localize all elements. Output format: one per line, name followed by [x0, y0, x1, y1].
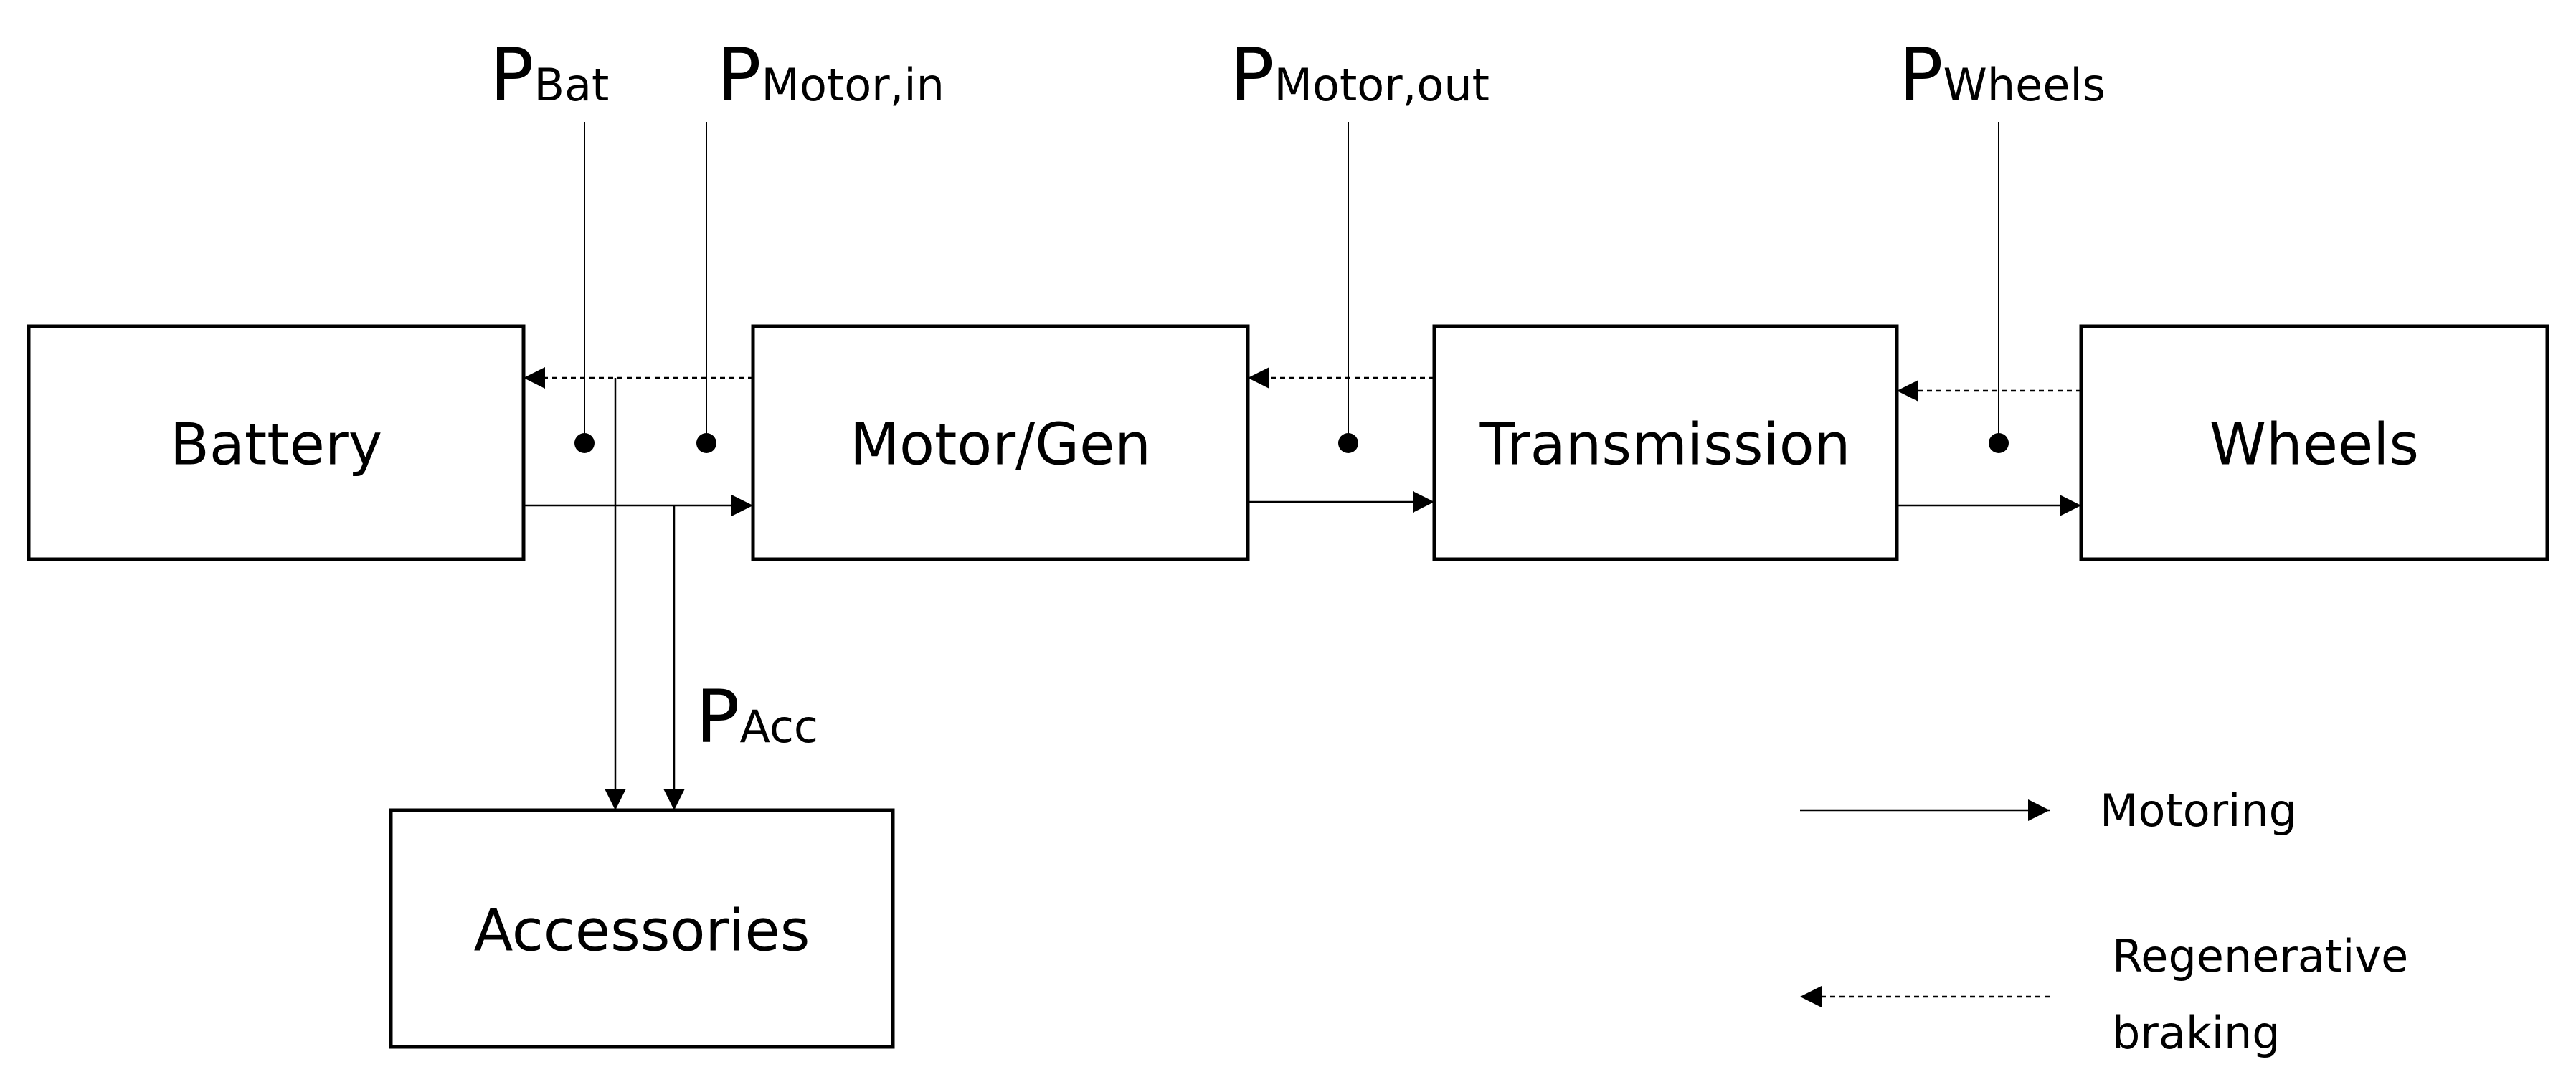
p-bat-label: PBat — [490, 33, 609, 118]
battery-label: Battery — [170, 412, 382, 478]
wheels-block: Wheels — [2079, 324, 2549, 561]
p-motor-in-label: PMotor,in — [717, 33, 944, 118]
legend-regen-label-line1: Regenerative — [2112, 930, 2408, 982]
p-motor-out-label: PMotor,out — [1230, 33, 1490, 118]
accessories-label: Accessories — [474, 898, 810, 964]
p-bat-point — [574, 433, 595, 453]
wheels-label: Wheels — [2210, 412, 2419, 478]
p-acc-label: PAcc — [696, 675, 818, 760]
p-wheels-point — [1989, 433, 2009, 453]
motor-gen-label: Motor/Gen — [850, 412, 1151, 478]
p-wheels-label: PWheels — [1899, 33, 2106, 118]
transmission-label: Transmission — [1479, 412, 1851, 478]
transmission-block: Transmission — [1432, 324, 1899, 561]
legend-regen-label-line2: braking — [2112, 1007, 2281, 1059]
motor-gen-block: Motor/Gen — [751, 324, 1250, 561]
battery-block: Battery — [27, 324, 526, 561]
legend-motoring-label: Motoring — [2100, 784, 2297, 837]
p-motor-out-point — [1338, 433, 1358, 453]
accessories-block: Accessories — [389, 808, 895, 1049]
p-motor-in-point — [696, 433, 716, 453]
legend: Motoring Regenerative braking — [1800, 784, 2408, 1059]
